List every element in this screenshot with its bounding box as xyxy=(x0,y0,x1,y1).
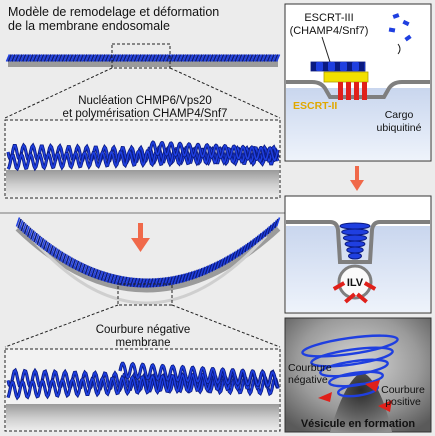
title-line-2: de la membrane endosomale xyxy=(8,19,170,33)
left-panel: Modèle de remodelage et déformation de l… xyxy=(0,5,285,432)
escrt3-monomer-icons xyxy=(388,13,412,55)
curvature-arrows-icon xyxy=(318,380,392,412)
endosome-membrane-b xyxy=(286,220,430,264)
ilv-cargo xyxy=(332,281,377,304)
escrt3-spiral-funnel xyxy=(339,222,371,260)
arrow-down-left-icon xyxy=(131,223,150,252)
escrt2-complex xyxy=(323,71,369,83)
cargo-proteins xyxy=(338,82,367,100)
zoom-2-floor xyxy=(6,404,279,430)
escrt3-block-row xyxy=(311,62,364,71)
curved-membrane-shadow xyxy=(28,234,268,305)
cargo-label-line-1: Cargo xyxy=(385,109,414,121)
pos-curvature-line-2: positive xyxy=(385,396,421,408)
curved-membrane xyxy=(15,225,281,293)
curved-escrt-coil xyxy=(15,217,281,288)
panel-vesicle-formation: Courbure négative Courbure positive Vési… xyxy=(284,317,432,433)
cargo-label-line-2: ubiquitiné xyxy=(377,122,422,134)
nucleation-line-1: Nucléation CHMP6/Vps20 xyxy=(78,95,212,107)
panel-ilv-formation: ILV xyxy=(284,195,432,314)
zoom-box-top xyxy=(111,43,171,69)
escrt3-label-line-1: ESCRT-III xyxy=(304,12,353,24)
flat-membrane xyxy=(8,60,278,67)
zoom-1-floor xyxy=(6,170,279,197)
zoom-2-escrt-filaments xyxy=(6,361,280,401)
nucleation-line-2: et polymérisation CHAMP4/Snf7 xyxy=(63,108,228,120)
ilv-vesicle xyxy=(337,264,373,300)
neg-curvature-line-1: Courbure xyxy=(288,362,332,374)
vesicle-neck xyxy=(330,372,392,432)
title-line-1: Modèle de remodelage et déformation xyxy=(8,5,219,19)
panel-escrt-recruitment: ESCRT-III (CHAMP4/Snf7) ESCRT-II Cargo u… xyxy=(284,3,432,162)
zoom-line-right-2 xyxy=(171,304,281,348)
escrt3-label-line-2: (CHAMP4/Snf7) xyxy=(290,25,369,37)
curvature-line-2: membrane xyxy=(116,337,171,349)
ilv-label: ILV xyxy=(347,277,364,289)
escrt3-pointer xyxy=(321,36,331,63)
flat-escrt-coil xyxy=(5,54,281,62)
zoom-1-escrt-filaments xyxy=(6,140,280,172)
vesicle-spiral-filament xyxy=(301,334,399,398)
pos-curvature-line-1: Courbure xyxy=(381,384,425,396)
arrow-down-right-1-icon xyxy=(350,166,364,191)
escrt2-label: ESCRT-II xyxy=(293,100,337,112)
curvature-line-1: Courbure négative xyxy=(96,324,191,336)
vesicle-label: Vésicule en formation xyxy=(301,418,416,430)
zoom-line-left-2 xyxy=(4,304,119,348)
zoom-line-right-1 xyxy=(169,67,281,119)
neg-curvature-line-2: négative xyxy=(288,374,328,386)
zoom-box-mid xyxy=(117,283,173,306)
